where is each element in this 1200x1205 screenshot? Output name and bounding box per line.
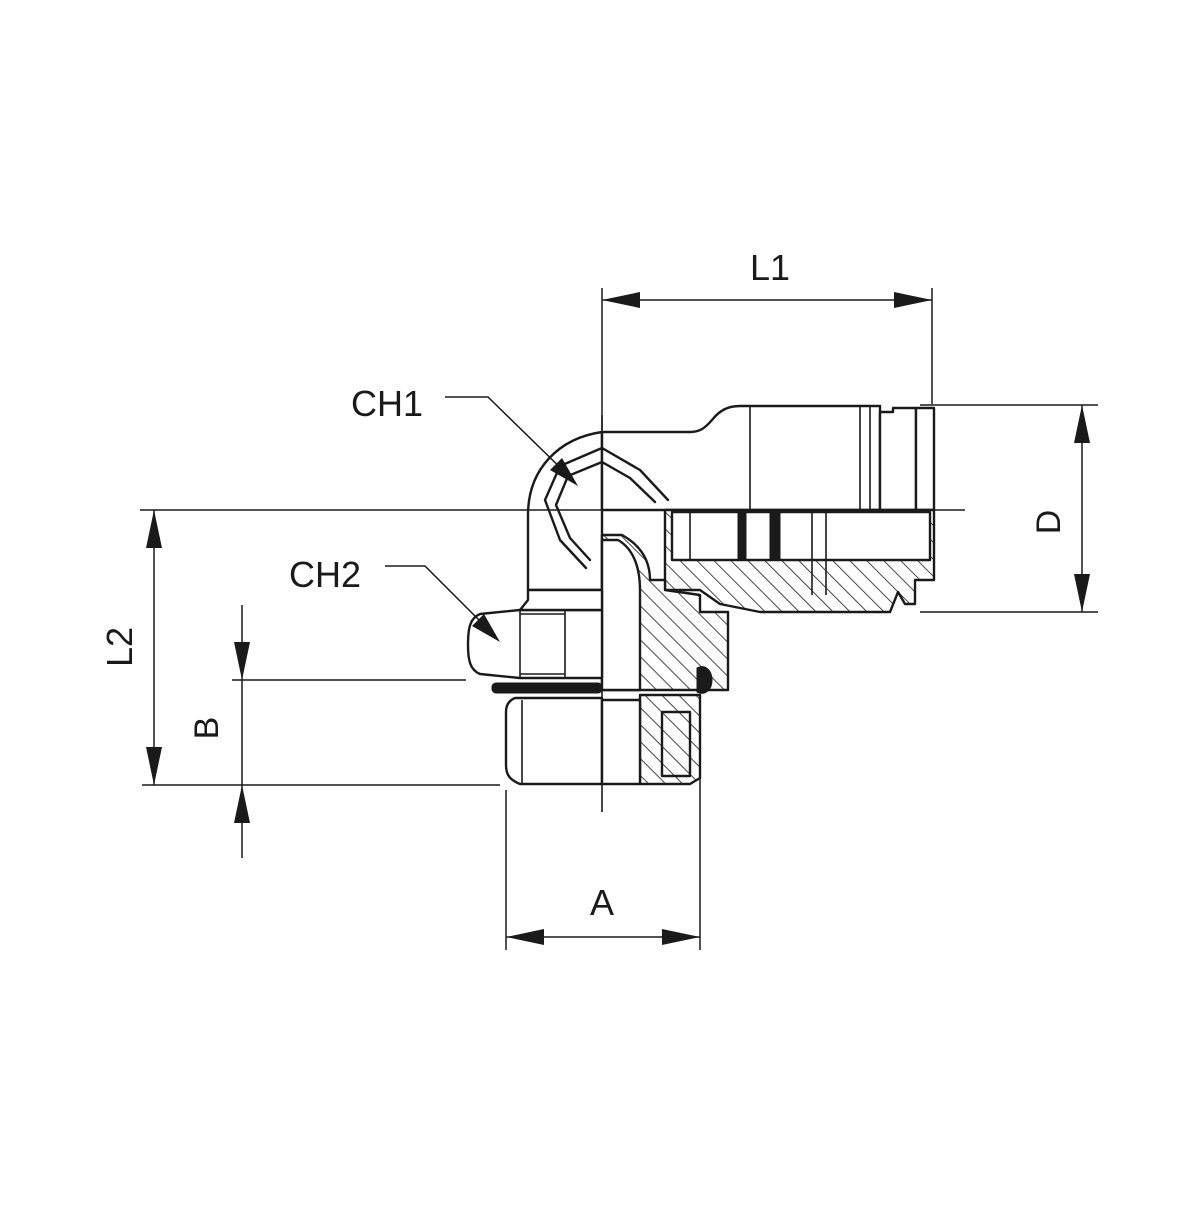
collet-chevron-inner — [554, 460, 657, 562]
ch2-arrow — [472, 614, 500, 642]
dimension-a: A — [505, 775, 701, 950]
nut-collar — [518, 588, 604, 612]
ch1-arrow — [550, 458, 578, 486]
o-ring-left — [491, 682, 603, 694]
b-arrow-top — [234, 642, 250, 680]
tube-bore — [670, 510, 932, 562]
internal-groove-1 — [737, 511, 747, 561]
d-label: D — [1030, 510, 1068, 535]
threaded-stem-left — [504, 696, 604, 786]
ch1-label: CH1 — [351, 383, 423, 424]
dimension-l2: L2 — [99, 510, 500, 786]
hex-chamfer — [520, 613, 565, 675]
b-arrow-bottom — [234, 785, 250, 823]
l2-arrow-bottom — [146, 747, 162, 785]
b-label: B — [188, 717, 226, 740]
tube-top-profile — [600, 404, 882, 512]
l2-label: L2 — [99, 627, 140, 667]
l2-arrow-top — [146, 510, 162, 548]
a-arrow-right — [662, 929, 700, 945]
o-ring-right — [696, 666, 713, 694]
ch1-leader-line — [445, 396, 576, 483]
collet-ring — [878, 406, 918, 512]
elbow-body-outline — [526, 430, 604, 592]
dimension-b: B — [188, 605, 466, 858]
collet-end — [914, 406, 936, 512]
collet-chevron-outer — [543, 446, 670, 570]
stem-bore-right — [600, 698, 642, 786]
l1-arrow-right — [894, 292, 932, 308]
fitting-body — [466, 404, 936, 786]
a-arrow-left — [506, 929, 544, 945]
dimension-l1: L1 — [601, 247, 933, 430]
d-arrow-bottom — [1074, 574, 1090, 612]
callout-ch2: CH2 — [289, 554, 500, 642]
ch2-leader-line — [385, 565, 496, 637]
callout-ch1: CH1 — [351, 383, 578, 486]
internal-groove-2 — [769, 511, 781, 561]
l1-arrow-left — [602, 292, 640, 308]
l1-label: L1 — [750, 247, 790, 288]
d-arrow-top — [1074, 405, 1090, 443]
ch2-label: CH2 — [289, 554, 361, 595]
elbow-inner-channel — [600, 538, 642, 692]
hex-nut — [466, 608, 604, 680]
dimension-d: D — [920, 404, 1098, 613]
stem-thread-right — [660, 710, 692, 778]
a-label: A — [590, 882, 614, 923]
